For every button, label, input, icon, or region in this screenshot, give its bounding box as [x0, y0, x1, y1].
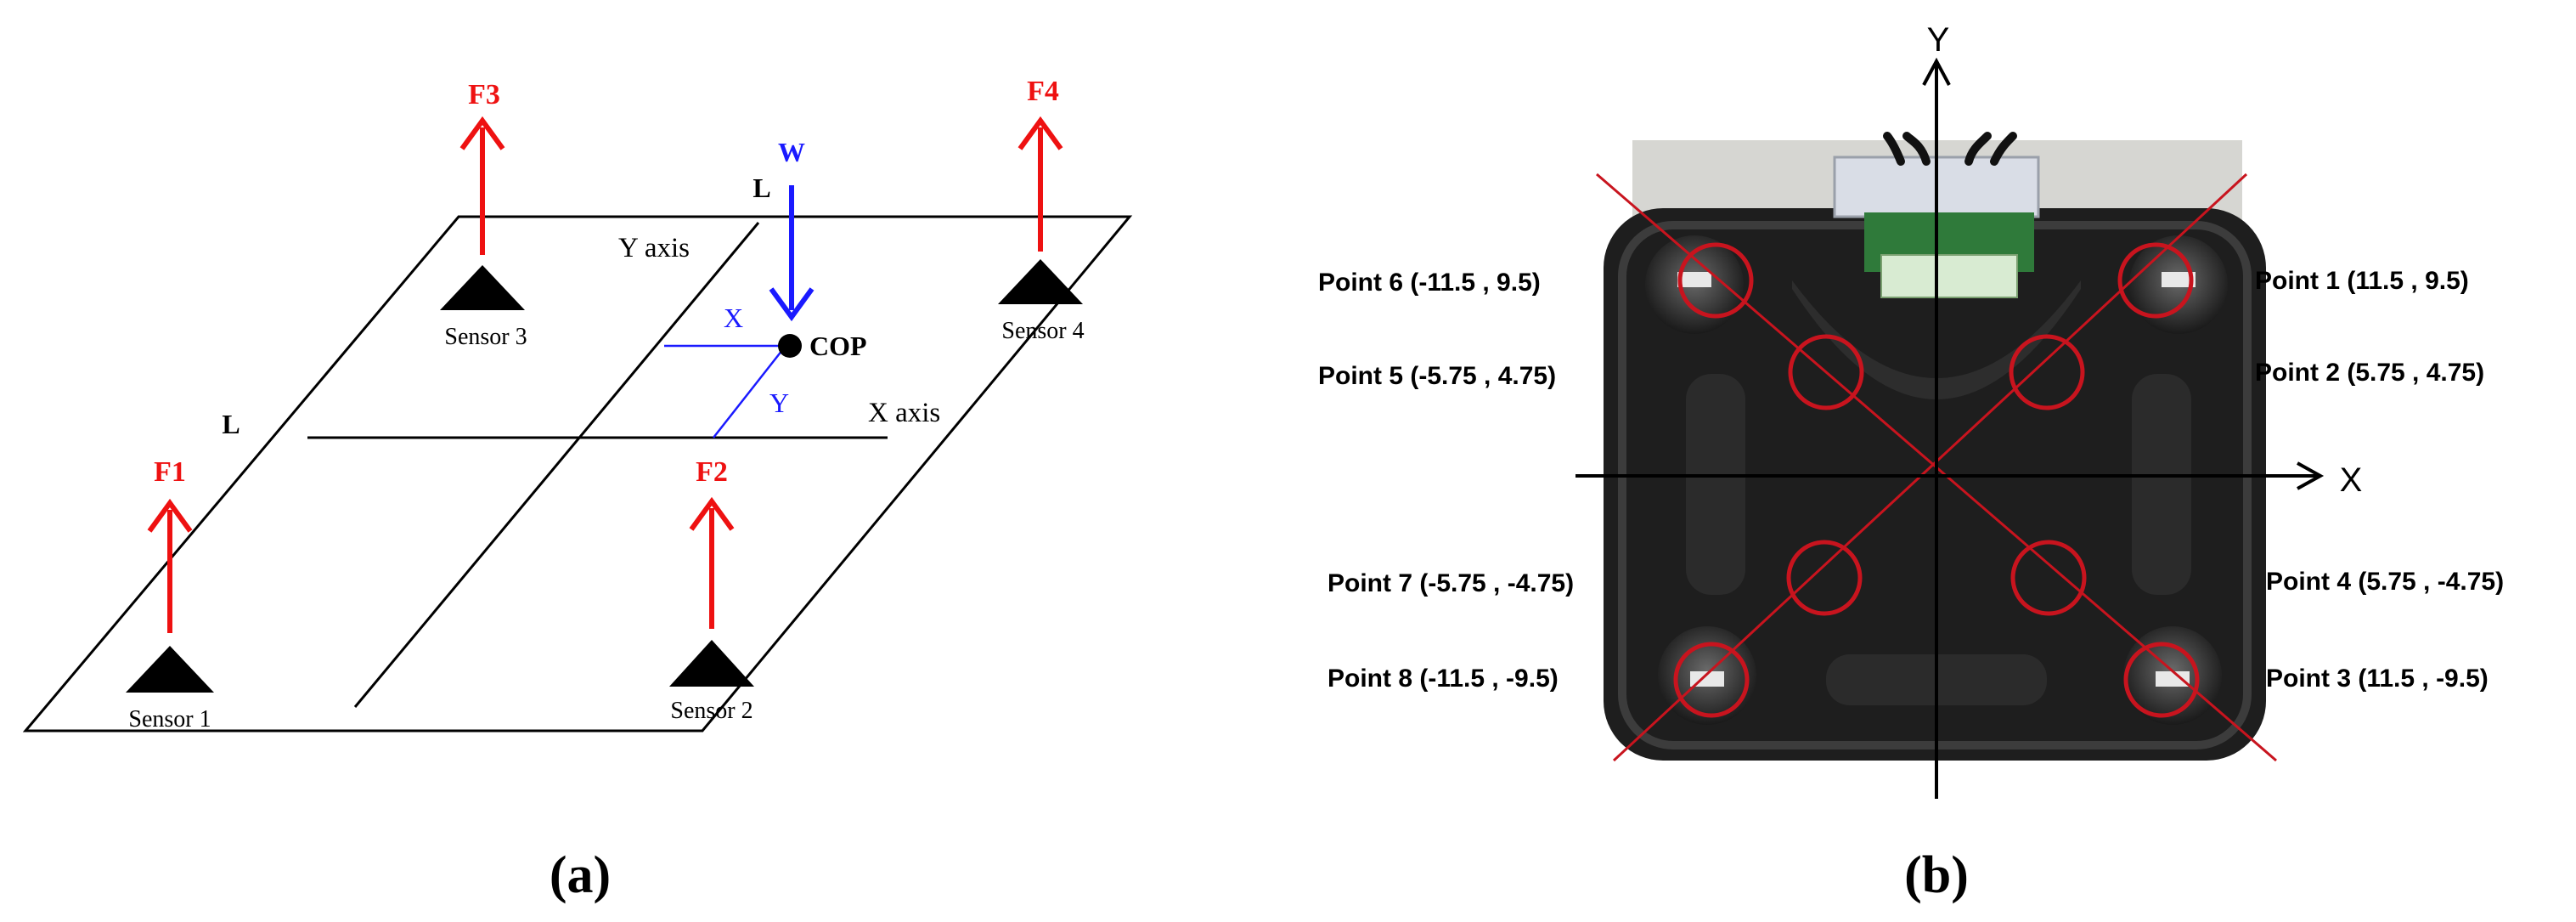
sensor-3-marker	[440, 265, 525, 310]
point-7-circle	[1786, 540, 1863, 616]
point-5-label: Point 5 (-5.75 , 4.75)	[1318, 362, 1556, 390]
x-axis-arrowhead	[2297, 461, 2325, 490]
point-8-label: Point 8 (-11.5 , -9.5)	[1327, 665, 1559, 693]
sensor-4-marker	[998, 259, 1083, 304]
weight-arrow	[769, 185, 815, 322]
cop-label: COP	[809, 331, 867, 361]
sensor-2-marker	[669, 640, 754, 687]
y-axis-line	[353, 222, 760, 708]
force-label-f4: F4	[1027, 76, 1059, 107]
point-3-label: Point 3 (11.5 , -9.5)	[2266, 665, 2489, 693]
point-6-label: Point 6 (-11.5 , 9.5)	[1318, 269, 1541, 297]
point-1-circle	[2117, 242, 2194, 319]
force-label-f2: F2	[696, 456, 728, 488]
cop-x-label: X	[724, 303, 743, 333]
diagonal-2	[1612, 173, 2248, 762]
weight-label: W	[778, 137, 805, 167]
panel-b: X Y Point 6 (-11.5 , 9.5) Point 5 (-5.75…	[1318, 21, 2504, 904]
x-axis-label-b: X	[2340, 461, 2363, 499]
length-label-top: L	[753, 173, 770, 203]
right-slot	[2132, 374, 2191, 595]
length-label-left: L	[222, 409, 240, 439]
point-5-circle	[1788, 334, 1864, 410]
pad-top-left	[1677, 272, 1711, 287]
force-label-f3: F3	[468, 79, 500, 110]
caption-a: (a)	[550, 846, 611, 904]
center-recess	[1792, 280, 2081, 399]
panel-a: F1 F2 F3 F4 W L L Y axis X axis COP X Y …	[22, 76, 1133, 904]
force-arrow-f1	[147, 498, 193, 633]
y-axis-label-b: Y	[1927, 21, 1950, 59]
force-label-f1: F1	[154, 456, 186, 488]
sensor-2-label: Sensor 2	[670, 698, 753, 724]
cop-point	[778, 334, 802, 358]
point-4-circle	[2010, 540, 2087, 616]
point-2-circle	[2009, 334, 2085, 410]
sensor-3-label: Sensor 3	[444, 324, 527, 350]
point-3-circle	[2123, 642, 2200, 718]
platform-outline	[22, 215, 1133, 733]
sensor-1-label: Sensor 1	[128, 706, 211, 733]
point-4-label: Point 4 (5.75 , -4.75)	[2266, 568, 2504, 596]
cables	[1883, 132, 2017, 166]
terminal-block	[1880, 254, 2018, 298]
sensor-4-label: Sensor 4	[1001, 318, 1084, 344]
point-7-label: Point 7 (-5.75 , -4.75)	[1327, 569, 1574, 597]
y-axis-label: Y axis	[618, 233, 690, 263]
pad-bottom-right	[2156, 671, 2190, 687]
y-axis-arrowhead	[1922, 57, 1951, 86]
cop-y-label: Y	[769, 387, 789, 418]
force-arrow-f4	[1017, 116, 1063, 252]
caption-b: (b)	[1904, 846, 1969, 904]
point-6-circle	[1677, 242, 1754, 319]
left-slot	[1686, 374, 1745, 595]
point-8-circle	[1673, 642, 1750, 718]
force-arrow-f3	[459, 116, 505, 255]
point-1-label: Point 1 (11.5 , 9.5)	[2255, 267, 2469, 295]
point-2-label: Point 2 (5.75 , 4.75)	[2255, 359, 2484, 387]
force-arrow-f2	[689, 496, 735, 629]
sensor-1-marker	[126, 646, 214, 693]
cop-y-offset-line	[713, 345, 786, 438]
x-axis-label: X axis	[868, 398, 940, 428]
pad-top-right	[2162, 272, 2196, 287]
